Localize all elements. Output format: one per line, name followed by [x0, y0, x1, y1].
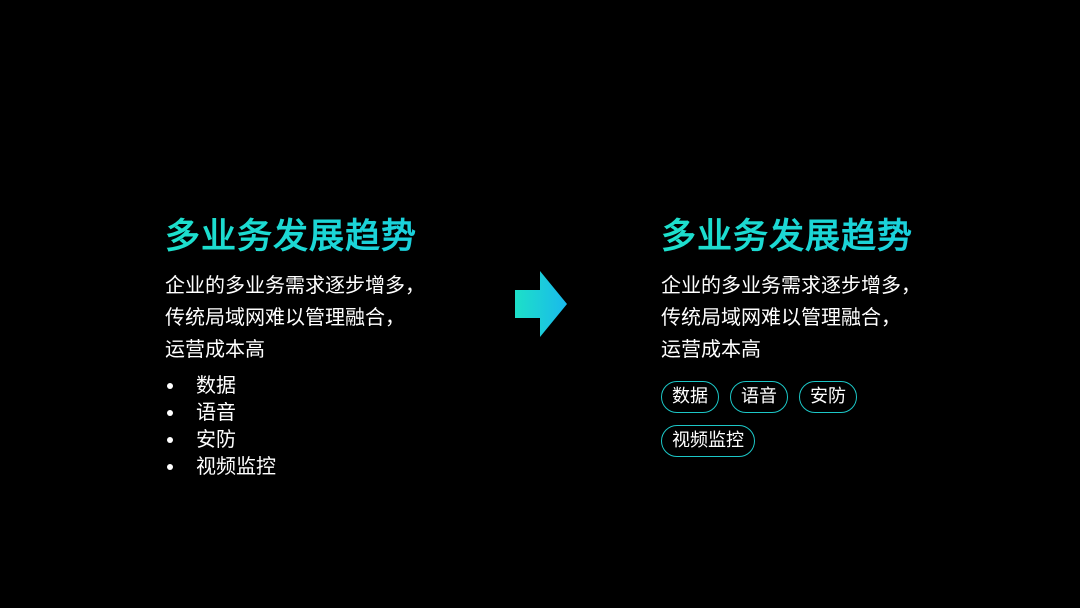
bullet-label: 语音	[196, 400, 236, 424]
panel-description: 企业的多业务需求逐步增多， 传统局域网难以管理融合， 运营成本高	[661, 269, 1021, 365]
bullet-dot-icon	[167, 437, 173, 443]
bullet-dot-icon	[167, 383, 173, 389]
service-tag: 安防	[799, 381, 857, 413]
bullet-item: 语音	[165, 399, 525, 426]
before-panel: 多业务发展趋势 企业的多业务需求逐步增多， 传统局域网难以管理融合， 运营成本高…	[165, 214, 525, 480]
arrow-right-icon	[515, 271, 567, 337]
bullet-label: 安防	[196, 427, 236, 451]
service-tag: 语音	[730, 381, 788, 413]
bullet-item: 视频监控	[165, 453, 525, 480]
bullet-item: 安防	[165, 426, 525, 453]
service-tag: 视频监控	[661, 425, 755, 457]
bullet-dot-icon	[167, 464, 173, 470]
after-panel: 多业务发展趋势 企业的多业务需求逐步增多， 传统局域网难以管理融合， 运营成本高…	[661, 214, 1021, 457]
service-bullet-list: 数据 语音 安防 视频监控	[165, 372, 525, 480]
bullet-dot-icon	[167, 410, 173, 416]
description-line: 企业的多业务需求逐步增多，	[661, 273, 921, 297]
description-line: 传统局域网难以管理融合，	[165, 305, 405, 329]
bullet-label: 数据	[196, 373, 236, 397]
service-tag: 数据	[661, 381, 719, 413]
description-line: 运营成本高	[661, 337, 761, 361]
service-tag-group: 数据 语音 安防 视频监控	[661, 381, 901, 457]
panel-title: 多业务发展趋势	[165, 214, 525, 260]
bullet-item: 数据	[165, 372, 525, 399]
description-line: 传统局域网难以管理融合，	[661, 305, 901, 329]
description-line: 企业的多业务需求逐步增多，	[165, 273, 425, 297]
panel-description: 企业的多业务需求逐步增多， 传统局域网难以管理融合， 运营成本高	[165, 269, 525, 365]
bullet-label: 视频监控	[196, 454, 276, 478]
panel-title: 多业务发展趋势	[661, 214, 1021, 260]
description-line: 运营成本高	[165, 337, 265, 361]
